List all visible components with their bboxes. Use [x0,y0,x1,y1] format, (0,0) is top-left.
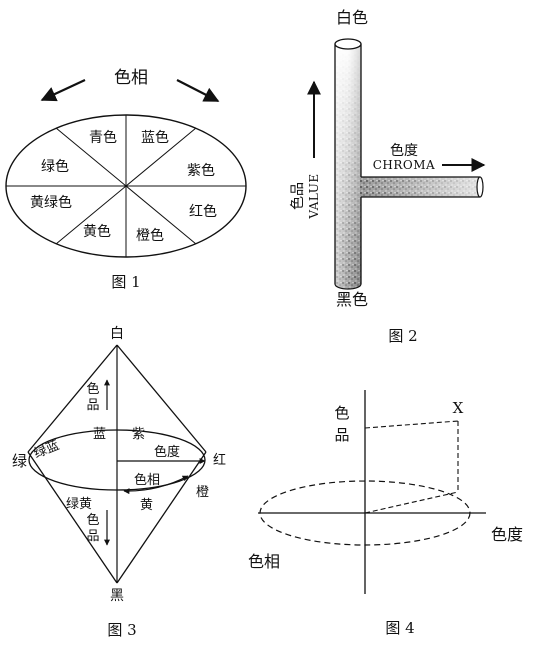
figure-3-double-cone: 白 黑 色 品 色 品 蓝 紫 绿蓝 绿 红 色度 色相 绿黄 黄 橙 图 3 [12,326,226,639]
fig3-value-bottom-char-2: 品 [86,529,99,544]
fig4-x-projection-horizontal [364,420,459,429]
fig3-hue-arrow [123,475,189,495]
fig3-value-top-char-1: 色 [86,381,99,397]
fig2-chroma-cn: 色度 [390,142,418,159]
fig3-purple: 紫 [132,427,145,442]
fig2-white-label: 白色 [336,8,368,27]
figure-2-value-chroma-tube: 白色 色度 CHROMA 色品 VALUE 黑色 图 2 [289,8,486,345]
fig4-caption: 图 4 [385,619,414,637]
fig1-hue-arrow-left [40,79,86,102]
fig1-divider-diagonal-b [55,127,197,245]
fig2-chroma-en: CHROMA [373,158,435,172]
fig3-hue-label: 色相 [134,472,160,488]
fig1-sector-orange: 橙色 [136,227,164,244]
fig2-horizontal-arm [360,176,484,198]
fig4-x-radius [364,491,459,514]
fig2-black-label: 黑色 [336,290,368,309]
fig2-caption: 图 2 [388,327,417,345]
fig3-upper-cone-right [116,344,207,453]
fig3-red-label: 红 [213,452,226,468]
fig3-value-top-char-2: 品 [86,398,99,413]
fig4-value-char-2: 品 [334,426,349,444]
fig1-sector-blue: 蓝色 [141,129,169,146]
fig3-value-bottom-char-1: 色 [86,512,99,528]
fig4-x-label: X [453,399,464,417]
fig3-lower-cone-right [116,451,207,584]
fig2-value-cn: 色品 [289,182,306,210]
fig2-value-en: VALUE [307,173,321,219]
fig3-green-label: 绿 [12,452,27,470]
fig1-sector-yellow: 黄色 [83,223,111,240]
fig1-sector-cyan: 青色 [89,129,117,146]
fig1-hue-label: 色相 [114,68,148,88]
figure-4-color-coordinates: 色 品 X 色度 色相 图 4 [248,390,523,637]
fig2-vertical-cylinder [334,38,362,290]
fig4-hue-ellipse [259,480,471,546]
fig4-hue-label: 色相 [248,552,280,571]
fig1-sector-red: 红色 [189,203,217,220]
fig3-upper-cone-left [27,344,118,453]
fig3-orange: 橙 [196,485,209,500]
fig3-caption: 图 3 [107,621,136,639]
fig3-lower-cone-left [27,451,118,584]
fig1-sector-yellow-green: 黄绿色 [30,194,72,211]
fig4-chroma-label: 色度 [491,525,523,544]
fig1-caption: 图 1 [111,273,140,291]
fig3-yellow: 黄 [140,498,153,513]
fig3-yellow-green: 绿黄 [66,497,92,512]
fig3-white-label: 白 [110,326,124,342]
fig1-hue-arrow-right [176,79,220,102]
fig1-sector-purple: 紫色 [187,162,215,179]
fig1-sector-green: 绿色 [41,158,69,175]
fig3-blue: 蓝 [93,427,106,442]
fig3-chroma-label: 色度 [154,444,180,460]
fig3-black-label: 黑 [110,588,124,604]
figure-1-hue-circle: 色相 青色 蓝色 紫色 红色 橙色 黄色 黄绿色 绿色 图 1 [5,68,247,291]
fig4-value-char-1: 色 [334,404,349,422]
